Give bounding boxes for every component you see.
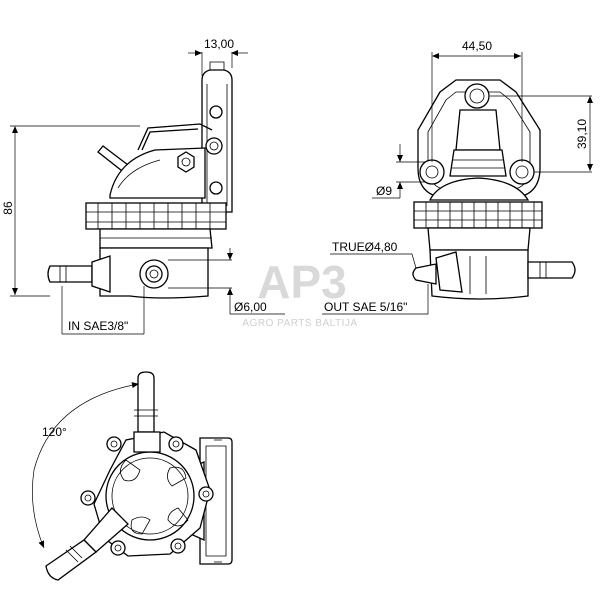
bottom-view <box>45 371 233 581</box>
angle-dimension: 120° <box>32 382 139 549</box>
watermark-logo: AP3 <box>257 256 346 308</box>
dim-port-diameter: Ø6,00 <box>234 300 267 314</box>
dim-angle: 120° <box>42 425 67 439</box>
dim-true-diameter: TRUEØ4,80 <box>332 240 398 254</box>
dim-height: 86 <box>1 201 15 215</box>
dim-flange-height: 39,10 <box>575 119 589 149</box>
watermark-tagline: AGRO PARTS BALTIJA <box>242 318 357 329</box>
dim-inlet: IN SAE3/8" <box>68 319 128 333</box>
dim-outlet: OUT SAE 5/16" <box>324 300 407 314</box>
front-view <box>412 79 576 300</box>
dim-flange-width: 44,50 <box>462 39 492 53</box>
dim-top-width: 13,00 <box>204 37 234 51</box>
front-view-dimensions: 44,50 39,10 Ø9 TRUEØ4,80 OUT SAE 5/16" <box>322 39 593 315</box>
side-view <box>47 61 233 299</box>
side-view-dimensions: 13,00 86 Ø6,00 IN SAE3/8" <box>1 37 285 335</box>
watermark: AP3 AGRO PARTS BALTIJA <box>242 256 357 329</box>
dim-hole-diameter: Ø9 <box>376 184 392 198</box>
